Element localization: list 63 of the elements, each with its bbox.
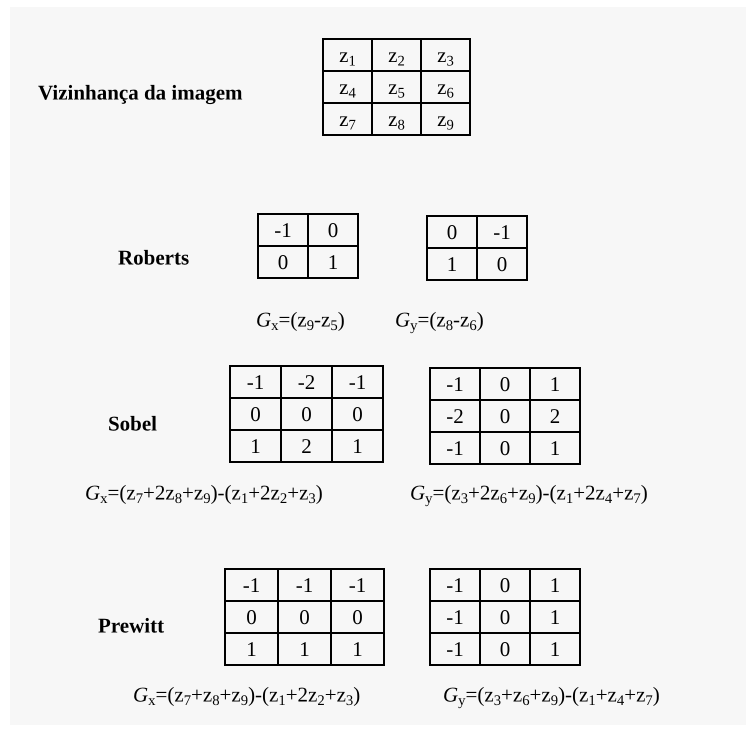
- matrix-cell: -1: [430, 432, 480, 464]
- matrix-cell: 0: [230, 398, 281, 430]
- filter-name: Prewitt: [98, 614, 164, 638]
- matrix-cell: z$_{9}$: [421, 103, 470, 135]
- matrix-cell: 1: [332, 430, 383, 462]
- matrix-cell: -2: [430, 400, 480, 432]
- matrix-cell: z$_{8}$: [372, 103, 421, 135]
- filter-name: Vizinhança da imagem: [38, 80, 243, 106]
- matrix-cell: z$_{5}$: [372, 71, 421, 103]
- gradient-formula: G$_{y}$=(z$_{8}$-z$_{6}$): [395, 308, 484, 332]
- matrix-cell: 0: [427, 216, 477, 248]
- matrix-cell: -2: [281, 366, 332, 398]
- gradient-formula: G$_{y}$=(z$_{3}$+2z$_{6}$+z$_{9}$)-(z$_{1}$+2z$_{4}$+z$_{7}$): [410, 480, 648, 506]
- matrix-cell: 1: [530, 368, 580, 400]
- matrix-cell: 0: [480, 601, 530, 633]
- matrix-cell: 1: [308, 246, 358, 278]
- gradient-formula: G$_{y}$=(z$_{3}$+z$_{6}$+z$_{9}$)-(z$_{1}$+z$_{4}$+z$_{7}$): [443, 682, 660, 708]
- matrix-cell: 0: [480, 569, 530, 601]
- matrix-cell: 0: [281, 398, 332, 430]
- matrix-cell: 2: [281, 430, 332, 462]
- gradient-formula: G$_{x}$=(z$_{9}$-z$_{5}$): [256, 308, 345, 332]
- matrix-cell: -1: [332, 366, 383, 398]
- matrix-cell: 1: [530, 601, 580, 633]
- matrix-cell: 1: [530, 569, 580, 601]
- matrix-cell: 1: [331, 633, 384, 665]
- filter-name: Roberts: [118, 246, 190, 270]
- matrix-cell: -1: [477, 216, 527, 248]
- matrix-cell: z$_{6}$: [421, 71, 470, 103]
- matrix-cell: -1: [430, 601, 480, 633]
- matrix-cell: z$_{3}$: [421, 39, 470, 71]
- matrix-cell: 0: [308, 214, 358, 246]
- matrix-cell: 0: [480, 633, 530, 665]
- matrix-cell: 1: [530, 633, 580, 665]
- matrix-cell: 0: [332, 398, 383, 430]
- matrix-cell: -1: [430, 633, 480, 665]
- filter-name: Sobel: [108, 412, 158, 436]
- matrix-cell: 1: [230, 430, 281, 462]
- matrix-cell: 0: [480, 368, 530, 400]
- matrix-cell: -1: [430, 368, 480, 400]
- matrix-cell: 1: [278, 633, 331, 665]
- matrix-cell: -1: [258, 214, 308, 246]
- gradient-formula: G$_{x}$=(z$_{7}$+z$_{8}$+z$_{9}$)-(z$_{1}$+2z$_{2}$+z$_{3}$): [133, 682, 360, 708]
- matrix-cell: -1: [278, 569, 331, 601]
- matrix-cell: 0: [331, 601, 384, 633]
- matrix-cell: z$_{1}$: [323, 39, 372, 71]
- matrix-cell: 0: [258, 246, 308, 278]
- matrix-cell: 1: [530, 432, 580, 464]
- matrix-cell: 2: [530, 400, 580, 432]
- matrix-cell: z$_{2}$: [372, 39, 421, 71]
- matrix-cell: -1: [230, 366, 281, 398]
- matrix-cell: 0: [477, 248, 527, 280]
- matrix-cell: 1: [427, 248, 477, 280]
- matrix-cell: z$_{7}$: [323, 103, 372, 135]
- matrix-cell: -1: [331, 569, 384, 601]
- matrix-cell: z$_{4}$: [323, 71, 372, 103]
- gradient-formula: G$_{x}$=(z$_{7}$+2z$_{8}$+z$_{9}$)-(z$_{1}$+2z$_{2}$+z$_{3}$): [85, 480, 323, 506]
- matrix-cell: 1: [225, 633, 278, 665]
- matrix-cell: -1: [430, 569, 480, 601]
- matrix-cell: 0: [225, 601, 278, 633]
- matrix-cell: -1: [225, 569, 278, 601]
- matrix-cell: 0: [480, 432, 530, 464]
- matrix-cell: 0: [480, 400, 530, 432]
- matrix-cell: 0: [278, 601, 331, 633]
